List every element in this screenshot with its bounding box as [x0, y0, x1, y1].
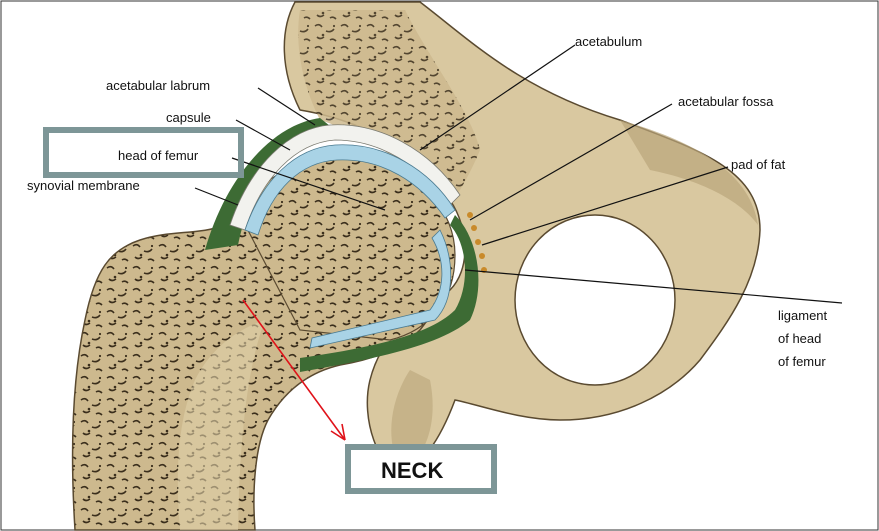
label-pad-of-fat: pad of fat: [731, 157, 786, 172]
label-ligament-line1: ligament: [778, 308, 828, 323]
label-capsule: capsule: [166, 110, 211, 125]
label-acetabular-fossa: acetabular fossa: [678, 94, 774, 109]
label-synovial-membrane: synovial membrane: [27, 178, 140, 193]
label-acetabular-labrum: acetabular labrum: [106, 78, 210, 93]
label-ligament-line2: of head: [778, 331, 821, 346]
label-ligament-line3: of femur: [778, 354, 826, 369]
label-neck: NECK: [381, 458, 443, 483]
label-acetabulum: acetabulum: [575, 34, 642, 49]
label-head-of-femur: head of femur: [118, 148, 199, 163]
obturator-foramen: [515, 215, 675, 385]
